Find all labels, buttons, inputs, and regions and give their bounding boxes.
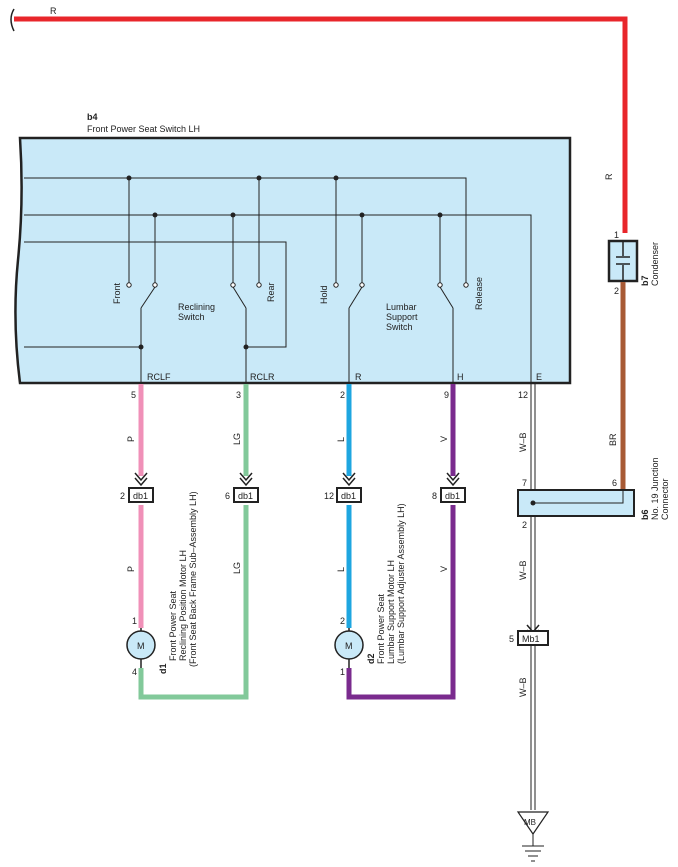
pin-j-right: 6 — [612, 478, 617, 488]
connector-db1-d: db1 — [440, 487, 466, 503]
pin-db1-b: 6 — [225, 491, 230, 501]
wire-code-ground-3: W–B — [518, 677, 528, 697]
connector-db1-label: db1 — [238, 491, 253, 501]
motor-1-line3: (Front Seat Back Frame Sub–Assembly LH) — [188, 491, 198, 667]
pin-r: 2 — [340, 390, 345, 400]
junction-dot — [256, 175, 262, 181]
motor-2-line1: Front Power Seat — [376, 593, 386, 664]
connector-db1-label: db1 — [133, 491, 148, 501]
wire-ground-upper — [530, 384, 536, 489]
wire-ground-lower — [530, 516, 536, 810]
connector-db1-label: db1 — [445, 491, 460, 501]
pin-m2-bottom: 1 — [340, 667, 345, 677]
power-wire-code: R — [50, 6, 57, 16]
reclining-switch — [126, 282, 262, 383]
connector-mb1: Mb1 — [517, 630, 549, 646]
motor-1-code: d1 — [158, 663, 168, 674]
bus-line-1 — [24, 177, 467, 283]
pos-front-label: Front — [112, 282, 122, 304]
pin-cond-bottom: 2 — [614, 286, 619, 296]
motor-2-code: d2 — [366, 653, 376, 664]
wire-code-pink-2: P — [126, 566, 136, 572]
reclining-switch-name-1: Reclining — [178, 302, 215, 312]
terminal-r: R — [355, 372, 362, 382]
wire-break-mark — [10, 8, 15, 32]
motor-2-line2: Lumbar Support Motor LH — [386, 560, 396, 664]
pin-h: 9 — [444, 390, 449, 400]
connector-db1-c: db1 — [336, 487, 362, 503]
wire-code-brown: BR — [608, 433, 618, 446]
motor-2: M — [334, 628, 364, 668]
pin-rclr: 3 — [236, 390, 241, 400]
condenser-name: Condenser — [650, 242, 660, 286]
switch-box-name: Front Power Seat Switch LH — [87, 124, 200, 134]
junction-dot — [333, 175, 339, 181]
condenser — [607, 239, 639, 283]
connector-db1-label: db1 — [341, 491, 356, 501]
junction-dot — [437, 212, 443, 218]
pin-m1-top: 1 — [132, 616, 137, 626]
pos-release-label: Release — [474, 277, 484, 310]
wire-code-ground-1: W–B — [518, 432, 528, 452]
motor-2-symbol: M — [345, 641, 353, 651]
pin-j-left: 7 — [522, 478, 527, 488]
ground-label: MB — [524, 818, 536, 827]
wire-code-pink-1: P — [126, 436, 136, 442]
motor-1-line1: Front Power Seat — [168, 590, 178, 661]
bus-line-2 — [24, 214, 532, 383]
connector-db1-a: db1 — [128, 487, 154, 503]
connector-db1-b: db1 — [233, 487, 259, 503]
junction-code: b6 — [640, 509, 650, 520]
terminal-rclf: RCLF — [147, 372, 171, 382]
junction-dot — [152, 212, 158, 218]
pos-rear-label: Rear — [266, 282, 276, 302]
pos-hold-label: Hold — [319, 285, 329, 304]
junction-name-2: Connector — [660, 478, 670, 520]
lumbar-switch-name-3: Switch — [386, 322, 413, 332]
wire-violet-lower — [346, 505, 456, 700]
pin-db1-c: 12 — [324, 491, 334, 501]
junction-dot — [230, 212, 236, 218]
wire-code-blue-1: L — [336, 437, 346, 442]
junction-connector — [517, 489, 635, 517]
terminal-rclr: RCLR — [250, 372, 275, 382]
wire-lg-lower — [138, 505, 249, 700]
switch-box — [14, 136, 572, 385]
pin-db1-a: 2 — [120, 491, 125, 501]
lumbar-switch-name-1: Lumbar — [386, 302, 417, 312]
wire-code-violet-2: V — [439, 566, 449, 572]
condenser-code: b7 — [640, 275, 650, 286]
lumbar-switch-name-2: Support — [386, 312, 418, 322]
junction-dot — [126, 175, 132, 181]
pin-m2-top: 2 — [340, 616, 345, 626]
wire-code-violet-1: V — [439, 436, 449, 442]
pin-m1-bottom: 4 — [132, 667, 137, 677]
motor-1-symbol: M — [137, 641, 145, 651]
motor-2-line3: (Lumbar Support Adjuster Assembly LH) — [396, 503, 406, 664]
red-vertical-code: R — [604, 173, 614, 180]
pin-cond-top: 1 — [614, 230, 619, 240]
switch-box-code: b4 — [87, 112, 98, 122]
terminal-h: H — [457, 372, 464, 382]
pin-rclf: 5 — [131, 390, 136, 400]
connector-mb1-label: Mb1 — [522, 634, 540, 644]
junction-name-1: No. 19 Junction — [650, 457, 660, 520]
junction-dot — [359, 212, 365, 218]
wire-code-lg-2: LG — [232, 562, 242, 574]
pin-mb1: 5 — [509, 634, 514, 644]
wire-code-ground-2: W–B — [518, 560, 528, 580]
pin-j-bottom: 2 — [522, 520, 527, 530]
power-wire-red — [14, 16, 628, 233]
motor-1-line2: Reclining Position Motor LH — [178, 550, 188, 661]
wire-code-blue-2: L — [336, 567, 346, 572]
lumbar-switch — [333, 282, 469, 383]
wire-code-lg-1: LG — [232, 433, 242, 445]
ground-icon: MB — [516, 811, 550, 862]
pin-e: 12 — [518, 390, 528, 400]
pin-db1-d: 8 — [432, 491, 437, 501]
terminal-e: E — [536, 372, 542, 382]
motor-1: M — [126, 628, 156, 668]
reclining-switch-name-2: Switch — [178, 312, 205, 322]
